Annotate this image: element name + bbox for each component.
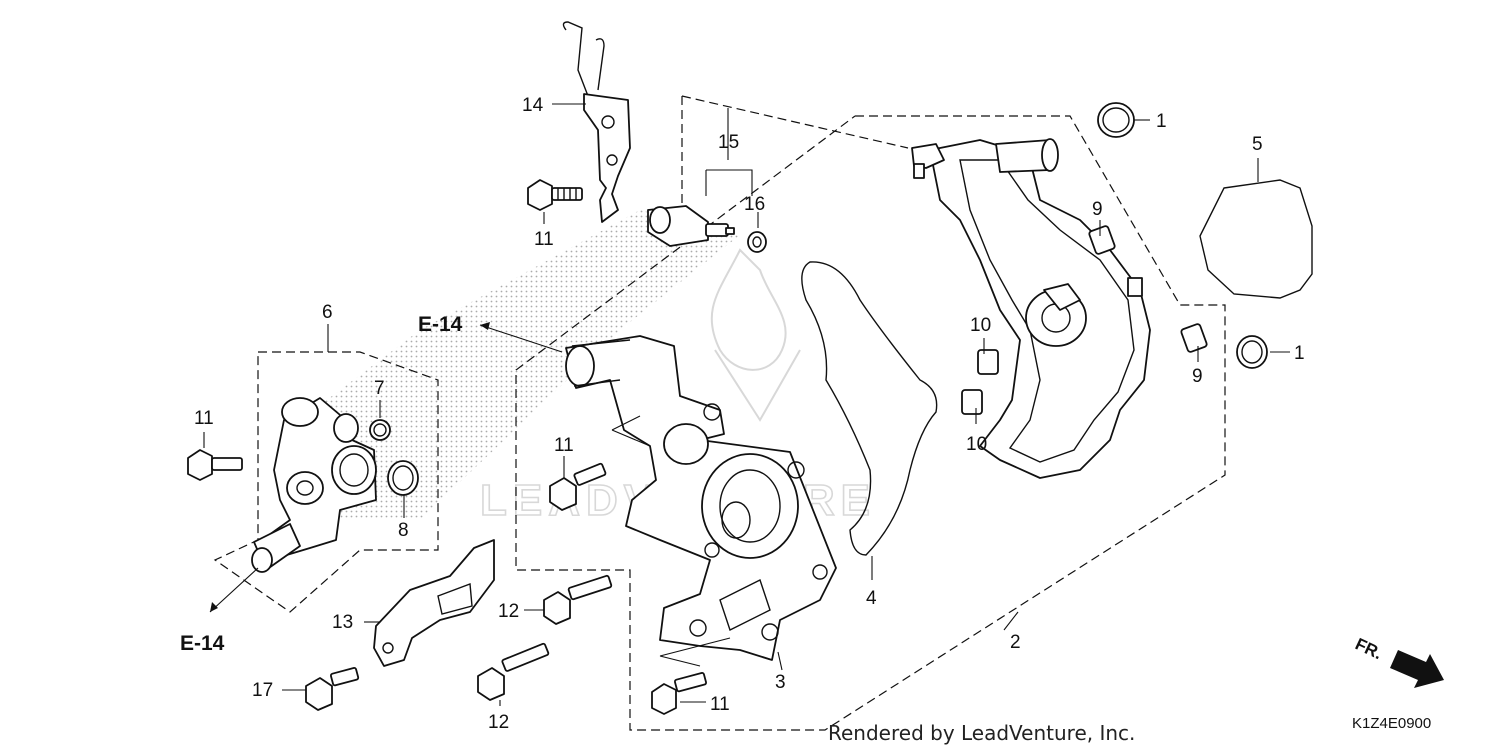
callout-11-left: 11 [194, 408, 214, 429]
callout-12-lower: 12 [488, 712, 509, 733]
arrowhead-lower [210, 602, 218, 612]
diagram-code: K1Z4E0900 [1352, 715, 1431, 732]
callout-9-top: 9 [1092, 199, 1103, 220]
callout-14: 14 [522, 95, 544, 116]
bolt-11-top [527, 179, 583, 211]
front-label: FR. [1352, 634, 1385, 663]
bracket-14 [562, 21, 631, 223]
callout-6: 6 [322, 302, 333, 323]
dowel-pin-9-top [1088, 225, 1116, 255]
sensor-15 [647, 205, 735, 247]
bolt-11-left [187, 449, 243, 481]
callout-10-bottom: 10 [966, 434, 987, 455]
callout-16: 16 [744, 194, 765, 215]
dowel-pin-10-bottom [961, 389, 983, 415]
gasket-5 [1199, 179, 1313, 299]
shading-region [300, 210, 740, 520]
callout-13: 13 [332, 612, 353, 633]
bolt-17 [305, 667, 360, 711]
bracket-13 [373, 539, 495, 667]
callout-1-top: 1 [1156, 111, 1167, 132]
thermostat-housing-6 [251, 397, 377, 573]
bolt-11-bottom [651, 671, 707, 715]
callout-17: 17 [252, 680, 273, 701]
callout-2: 2 [1010, 632, 1021, 653]
reference-e14-lower: E-14 [180, 632, 225, 655]
washer-16 [747, 231, 767, 253]
callout-3: 3 [775, 672, 786, 693]
bolt-12-lower [477, 642, 550, 701]
callout-11-middle: 11 [554, 435, 574, 456]
callout-10-top: 10 [970, 315, 991, 336]
pump-cover-3 [565, 335, 837, 661]
dowel-pin-9-right [1180, 323, 1208, 353]
bolt-11-middle [549, 462, 607, 511]
front-direction-indicator: FR. [1352, 634, 1444, 688]
gasket-4 [801, 261, 938, 556]
callout-labels: 1 1 2 3 4 5 6 7 8 9 9 10 10 11 11 11 11 … [194, 95, 1305, 733]
front-arrow-icon [1390, 650, 1444, 688]
bolt-12-upper [543, 574, 613, 625]
arrowhead-upper [480, 322, 490, 330]
callout-9-right: 9 [1192, 366, 1203, 387]
reference-e14-upper: E-14 [418, 313, 463, 336]
callout-4: 4 [866, 588, 877, 609]
water-pump-2 [911, 138, 1151, 479]
callout-7: 7 [374, 378, 385, 399]
callout-11-top: 11 [534, 229, 554, 250]
callout-12-upper: 12 [498, 601, 519, 622]
leader-lines [203, 103, 1290, 706]
callout-1-right: 1 [1294, 343, 1305, 364]
callout-11-bottom: 11 [710, 694, 730, 715]
rendered-by-credit: Rendered by LeadVenture, Inc. [828, 721, 1135, 745]
o-ring-7 [369, 419, 391, 441]
callout-15: 15 [718, 132, 739, 153]
dowel-pin-10-top [977, 349, 999, 375]
callout-5: 5 [1252, 134, 1263, 155]
callout-8: 8 [398, 520, 409, 541]
